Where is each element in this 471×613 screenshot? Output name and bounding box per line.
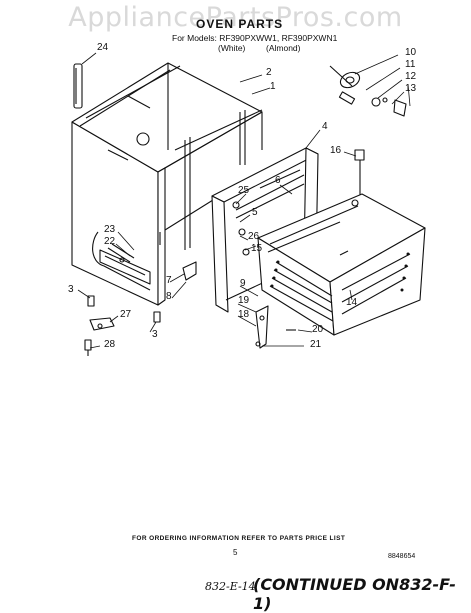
callout-21: 21 [310,339,322,350]
handwritten-reference: 832-E-14 [205,580,256,593]
document-id: 8848654 [388,553,416,560]
leader-lines [77,52,411,349]
callout-1: 1 [270,81,276,92]
callout-12: 12 [405,71,417,82]
callout-2: 2 [266,67,272,78]
callout-22: 22 [104,236,116,247]
exploded-view-drawing [71,52,426,356]
callout-19: 19 [238,295,250,306]
callout-5: 5 [252,207,258,218]
cabinet-body [71,62,263,306]
callout-11: 11 [405,59,416,70]
callout-23: 23 [104,224,116,235]
callout-25: 25 [238,185,250,196]
callout-16: 16 [330,145,342,156]
models-line: For Models: RF390PXWW1, RF390PXWN1 [172,33,338,43]
watermark: AppliancePartsPros.com [68,2,403,33]
parts-diagram-page: AppliancePartsPros.com OVEN PARTS For Mo… [68,2,456,613]
callout-10: 10 [405,47,417,58]
callout-27: 27 [120,309,132,320]
diagram-title: OVEN PARTS [196,17,284,31]
hardware-parts [73,63,407,356]
oven-liner [257,193,426,336]
callout-3: 3 [152,329,158,340]
callout-4: 4 [322,121,328,132]
callout-24: 24 [97,42,109,53]
variant-white: (White) [218,43,246,53]
variant-almond: (Almond) [266,43,301,53]
callout-13: 13 [405,83,417,94]
callout-9: 9 [240,278,246,289]
callout-18: 18 [238,309,250,320]
callout-14: 14 [346,297,358,308]
callout-6: 6 [275,175,281,186]
callout-20: 20 [312,324,324,335]
ordering-note: FOR ORDERING INFORMATION REFER TO PARTS … [132,535,346,542]
callout-8: 8 [166,291,172,302]
callout-28: 28 [104,339,116,350]
callout-3: 3 [68,284,74,295]
callout-7: 7 [166,275,172,286]
page-number: 5 [233,548,238,557]
continued-note: (CONTINUED ON832-F-1) [253,575,456,613]
callout-26: 26 [248,231,260,242]
callout-15: 15 [251,243,263,254]
